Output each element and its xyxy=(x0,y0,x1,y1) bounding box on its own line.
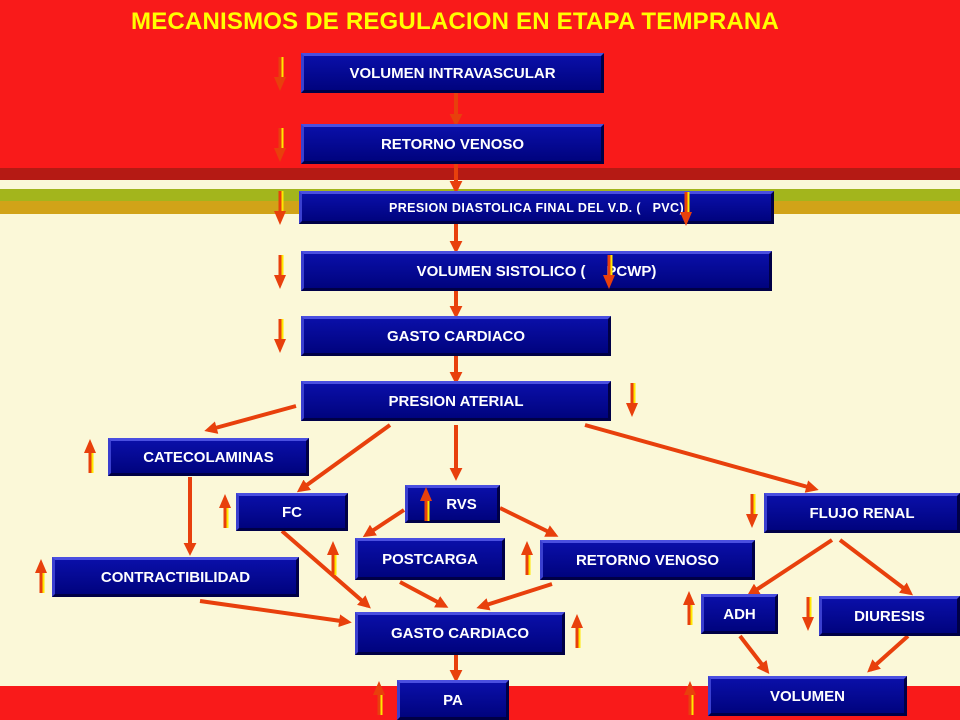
arrow-rvs-to-retorno-venoso xyxy=(499,506,559,537)
arrow-presion-to-fc xyxy=(296,423,392,493)
box-gasto-cardiaco-bottom: GASTO CARDIACO xyxy=(355,612,565,655)
up-arrow-rvs xyxy=(418,485,434,523)
arrow-presion-to-catecolaminas xyxy=(204,404,297,434)
dark-red-stripe xyxy=(0,168,960,180)
up-arrow-gasto-cardiaco-final xyxy=(569,612,585,650)
arrow-postcarga-to-gasto xyxy=(399,580,449,608)
up-arrow-catecolaminas xyxy=(82,437,98,475)
slide-title: MECANISMOS DE REGULACION EN ETAPA TEMPRA… xyxy=(131,8,779,35)
down-arrow-volumen-intravascular xyxy=(272,55,288,93)
up-arrow-adh xyxy=(681,589,697,627)
box-flujo-renal: FLUJO RENAL xyxy=(764,493,960,533)
box-presion-diastolica: PRESION DIASTOLICA FINAL DEL V.D. ( PVC) xyxy=(299,191,774,224)
box-adh: ADH xyxy=(701,594,778,634)
arrow-rvs-to-postcarga xyxy=(362,508,406,538)
arrow-presion-to-flujo-renal xyxy=(584,423,819,493)
arrow-flujo-renal-to-diuresis xyxy=(838,538,914,596)
down-arrow-presion-aterial xyxy=(624,381,640,419)
volumen-sistolico-label: VOLUMEN SISTOLICO ( PCWP) xyxy=(416,262,657,280)
down-arrow-flujo-renal xyxy=(744,492,760,530)
down-arrow-diuresis xyxy=(800,595,816,633)
up-arrow-contractibilidad xyxy=(33,557,49,595)
box-gasto-cardiaco-top: GASTO CARDIACO xyxy=(301,316,611,356)
arrow-fc-to-gasto xyxy=(280,529,371,609)
down-arrow-presion-diastolica xyxy=(272,189,288,227)
up-arrow-volumen xyxy=(682,679,698,717)
up-arrow-pa xyxy=(371,679,387,717)
arrow-diuresis-to-volumen xyxy=(867,634,910,673)
arrow-flujo-renal-to-adh xyxy=(746,538,834,597)
rvs-label: RVS xyxy=(446,495,477,513)
box-volumen-intravascular: VOLUMEN INTRAVASCULAR xyxy=(301,53,604,93)
up-arrow-retorno-venoso xyxy=(519,539,535,577)
box-pa: PA xyxy=(397,680,509,720)
box-contractibilidad: CONTRACTIBILIDAD xyxy=(52,557,299,597)
box-diuresis: DIURESIS xyxy=(819,596,960,636)
box-volumen: VOLUMEN xyxy=(708,676,907,716)
box-retorno-venoso-top: RETORNO VENOSO xyxy=(301,124,604,164)
down-arrow-retorno-venoso xyxy=(272,126,288,164)
arrow-adh-to-volumen xyxy=(738,634,770,675)
box-volumen-sistolico: VOLUMEN SISTOLICO ( PCWP) xyxy=(301,251,772,291)
down-arrow-gasto-cardiaco xyxy=(272,317,288,355)
box-fc: FC xyxy=(236,493,348,531)
box-retorno-venoso-bottom: RETORNO VENOSO xyxy=(540,540,755,580)
box-catecolaminas: CATECOLAMINAS xyxy=(108,438,309,476)
box-rvs: RVS xyxy=(405,485,500,523)
down-arrow-volumen-sistolico xyxy=(272,253,288,291)
up-arrow-postcarga xyxy=(325,539,341,577)
box-postcarga: POSTCARGA xyxy=(355,538,505,580)
down-arrow-pvc xyxy=(678,190,694,228)
up-arrow-fc xyxy=(217,492,233,530)
down-arrow-pcwp xyxy=(601,253,617,291)
presion-diastolica-label: PRESION DIASTOLICA FINAL DEL V.D. ( PVC) xyxy=(388,200,685,215)
arrow-contractibilidad-to-gasto xyxy=(199,599,352,628)
box-presion-aterial: PRESION ATERIAL xyxy=(301,381,611,421)
arrow-retorno-to-gasto xyxy=(476,582,553,611)
